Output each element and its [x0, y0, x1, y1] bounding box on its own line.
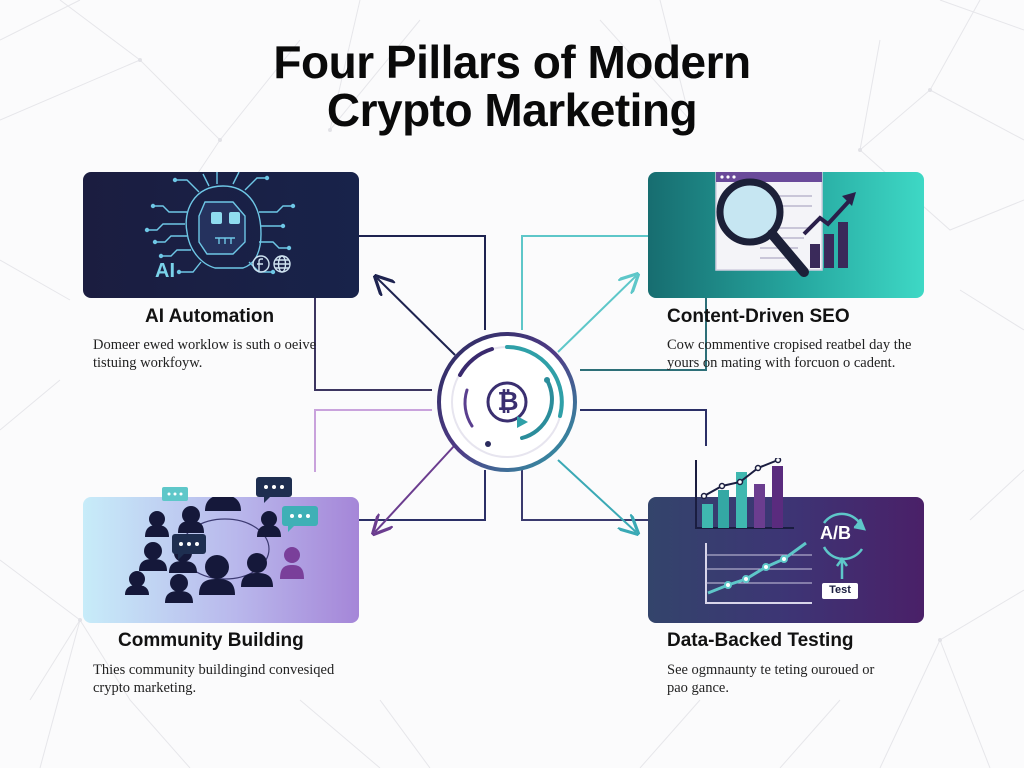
people-group-icon [125, 497, 304, 603]
pillar-desc-ai: Domeer ewed worklow is suth o oeive tist… [93, 337, 317, 371]
pillar-desc-seo: Cow commentive cropised reatbel day the … [667, 337, 912, 371]
bar-chart-icon [695, 458, 794, 529]
connector-line [521, 470, 648, 521]
magnifier-icon [716, 178, 809, 277]
robot-head-icon [144, 172, 296, 275]
pillar-title-seo: Content-Driven SEO [667, 306, 850, 327]
connector-line [359, 470, 486, 521]
hub-emblem [437, 332, 577, 472]
trend-arrow-icon [802, 192, 856, 236]
card-ai-automation: AI [83, 172, 359, 298]
line-chart-icon [705, 541, 812, 604]
pillar-title-ai: AI Automation [145, 306, 275, 327]
connector-line [580, 409, 707, 446]
pillar-desc-data: See ogmnaunty te teting ouroued or pao g… [667, 662, 875, 696]
connector-line [314, 409, 432, 472]
page-title: Four Pillars of Modern Crypto Marketing [0, 38, 1024, 134]
facebook-icon [252, 255, 270, 273]
pillar-title-community: Community Building [118, 630, 304, 651]
connector-line [314, 298, 432, 391]
connector-line [580, 298, 707, 371]
chat-bubble-icon [162, 477, 318, 560]
connector-arrow [557, 276, 636, 353]
title-line-2: Crypto Marketing [326, 84, 698, 136]
connector-arrow [375, 444, 456, 532]
connector-arrow [557, 459, 636, 532]
connector-arrow [377, 278, 456, 356]
ai-badge: AI [155, 260, 175, 282]
pillar-desc-community: Thies community buildingind convesiqed c… [93, 662, 335, 696]
connector-line [359, 235, 486, 330]
pillar-title-data: Data-Backed Testing [667, 630, 854, 651]
connector-line [521, 235, 648, 330]
globe-icon [273, 255, 291, 273]
bar-chart-icon [810, 222, 848, 268]
title-line-1: Four Pillars of Modern [273, 36, 751, 88]
test-label: Test [829, 584, 851, 596]
card-content-seo [648, 172, 924, 298]
ab-cycle-icon [822, 512, 867, 579]
bitcoin-icon: ₿ [497, 387, 519, 417]
card-data-testing: A/B Test [648, 497, 924, 623]
ab-label: A/B [820, 523, 851, 543]
